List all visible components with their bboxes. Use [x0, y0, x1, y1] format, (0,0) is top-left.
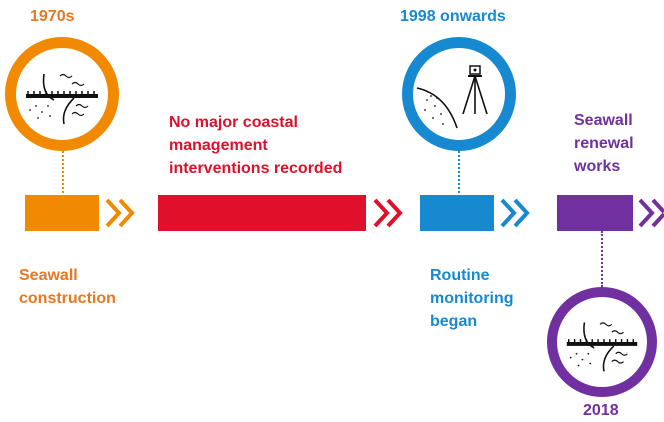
caption-1998-line1: Routine: [430, 267, 490, 284]
connector-2018: [601, 231, 603, 287]
caption-1998-line2: monitoring: [430, 290, 514, 307]
caption-1970s-line2: construction: [19, 290, 116, 307]
seawall-icon: [26, 73, 98, 125]
timeline-bar-1998: [420, 195, 494, 231]
caption-1970s-line1: Seawall: [19, 267, 78, 284]
connector-1970s: [62, 151, 64, 193]
stage-1998-circle: [402, 37, 516, 151]
timeline-bar-1970s: [25, 195, 99, 231]
caption-2018-line1: Seawall: [574, 112, 633, 129]
survey-tripod-icon: [416, 65, 488, 129]
stage-2018-circle: [547, 287, 657, 397]
stage-label-1998: 1998 onwards: [400, 8, 506, 25]
caption-1998-line3: began: [430, 313, 478, 330]
connector-1998: [458, 151, 460, 193]
caption-gap-line1: No major coastal: [169, 114, 298, 131]
chevron-right-icon: [373, 198, 403, 228]
stage-1970s-circle: [5, 37, 119, 151]
caption-gap-line3: interventions recorded: [169, 160, 343, 177]
timeline-bar-gap: [158, 195, 366, 231]
stage-label-2018: 2018: [583, 402, 619, 419]
seawall-icon: [566, 322, 638, 372]
timeline-bar-2018: [557, 195, 633, 231]
caption-2018-line2: renewal: [574, 135, 634, 152]
chevron-right-icon: [500, 198, 530, 228]
stage-label-1970s: 1970s: [30, 8, 75, 25]
caption-2018-line3: works: [574, 158, 621, 175]
caption-gap-line2: management: [169, 137, 268, 154]
chevron-right-icon: [638, 198, 664, 228]
chevron-right-icon: [105, 198, 135, 228]
